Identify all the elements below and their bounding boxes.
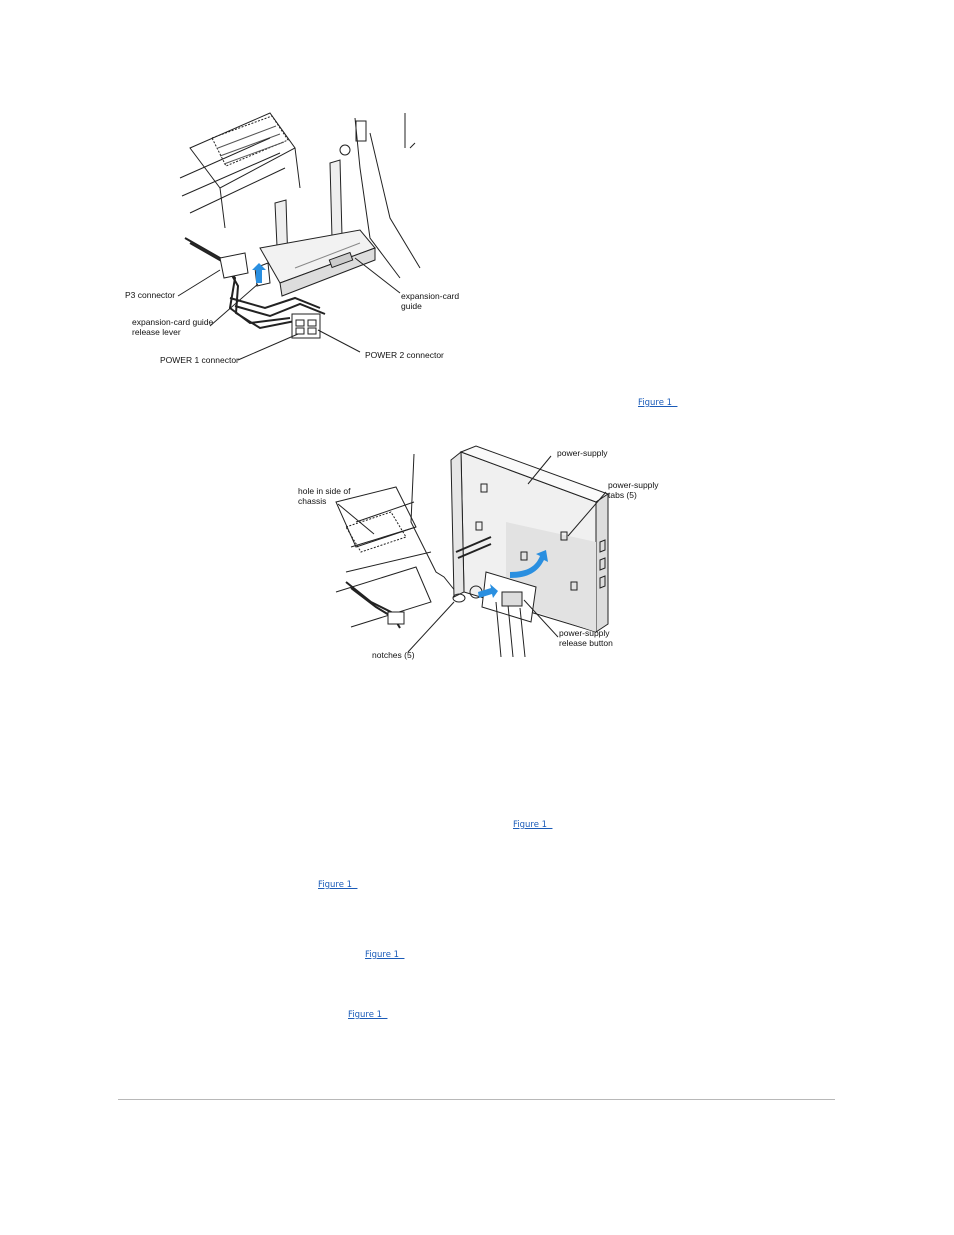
figure-link[interactable]: Figure 1: [365, 950, 405, 960]
figure-expansion-card-guide: P3 connector expansion-card guide expans…: [120, 108, 470, 370]
figure-link[interactable]: Figure 1: [318, 880, 358, 890]
figure-2-illustration: [335, 445, 610, 658]
figure-link[interactable]: Figure 1: [638, 398, 678, 408]
label-expansion-card-guide-release-lever: expansion-card guide release lever: [132, 317, 214, 337]
up-arrow-icon: [252, 263, 266, 283]
press-arrow-icon: [478, 584, 498, 598]
label-power-2-connector: POWER 2 connector: [365, 350, 444, 360]
label-power-supply-tabs: power-supply tabs (5): [608, 480, 659, 500]
figure-link[interactable]: Figure 1: [348, 1010, 388, 1020]
slide-arrow-icon: [510, 550, 548, 578]
label-power-1-connector: POWER 1 connector: [160, 355, 239, 365]
figure-1-illustration: [177, 112, 421, 361]
figure-power-supply: power-supply power-supply tabs (5) hole …: [296, 442, 666, 662]
horizontal-divider: [118, 1099, 835, 1100]
label-p3-connector: P3 connector: [125, 290, 176, 300]
label-power-supply-release-button: power-supply release button: [559, 628, 613, 648]
label-notches: notches (5): [372, 650, 415, 660]
label-power-supply: power-supply: [557, 448, 608, 458]
label-expansion-card-guide: expansion-card guide: [401, 291, 460, 311]
figure-link[interactable]: Figure 1: [513, 820, 553, 830]
label-hole-in-side-of-chassis: hole in side of chassis: [298, 486, 351, 506]
